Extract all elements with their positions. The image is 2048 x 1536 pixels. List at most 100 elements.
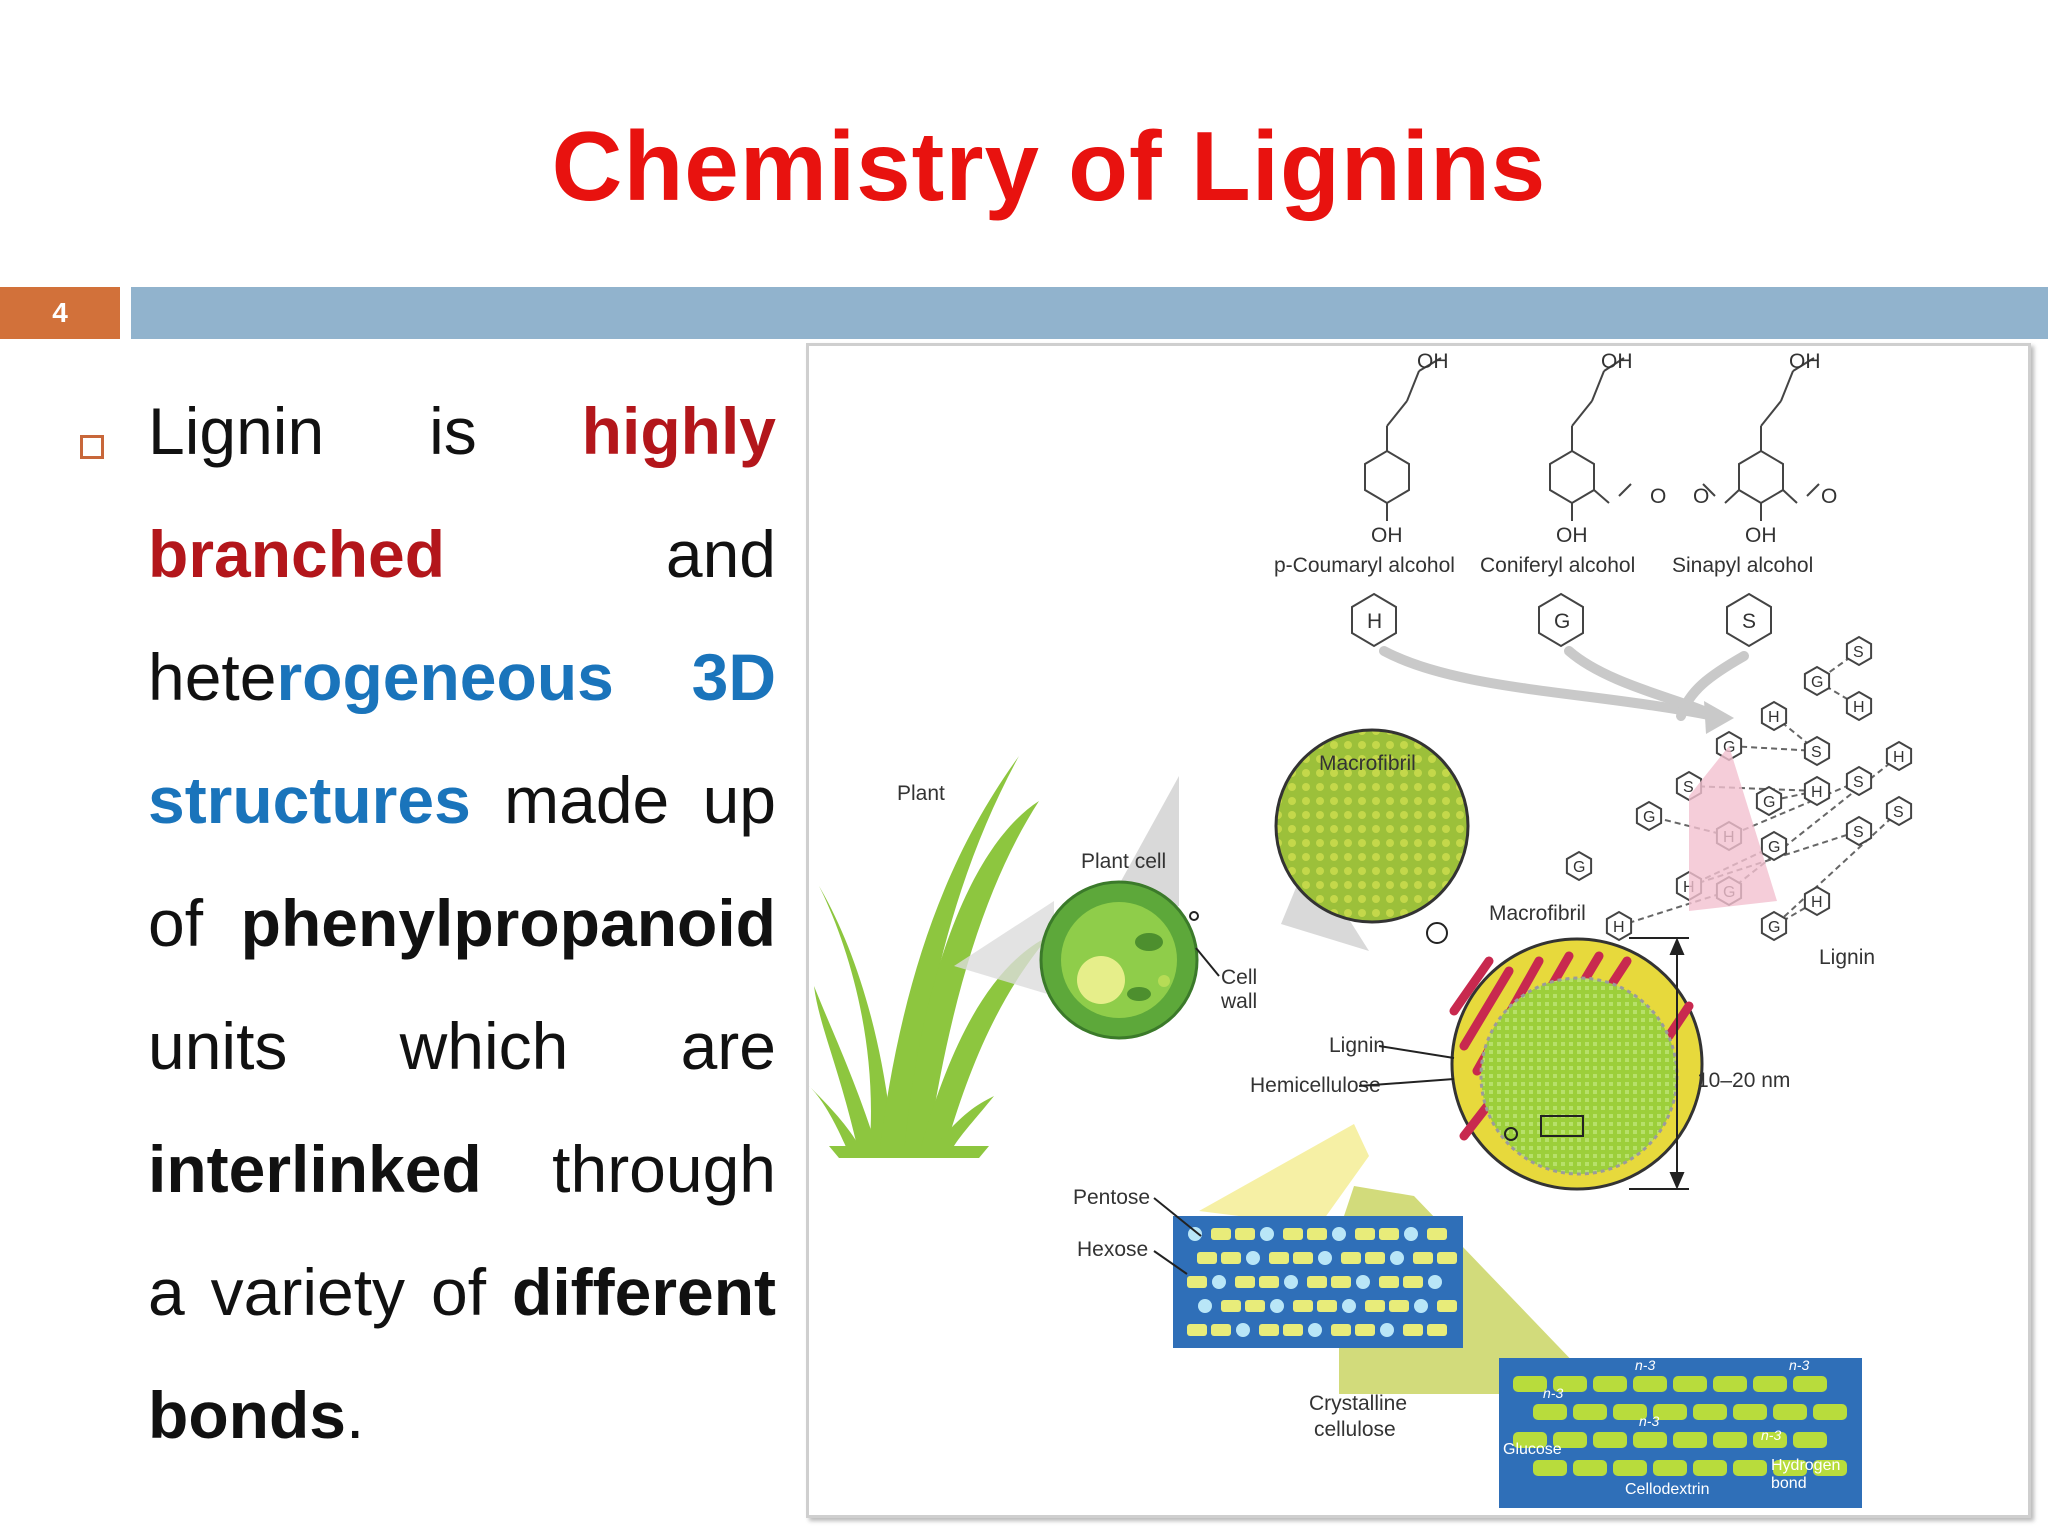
glucose-unit (1773, 1404, 1807, 1420)
monomer-names: p-Coumaryl alcohol Coniferyl alcohol Sin… (1274, 554, 1813, 577)
sugar-unit (1187, 1324, 1207, 1336)
slide-number: 4 (0, 287, 120, 339)
n3-label: n-3 (1635, 1357, 1655, 1373)
svg-text:H: H (1893, 749, 1905, 766)
sugar-unit (1437, 1252, 1457, 1264)
plant-cell-label: Plant cell (1081, 850, 1166, 873)
cell-wall-pointer (1195, 947, 1220, 977)
pentose-pointer (1153, 1197, 1202, 1237)
plant-illustration (809, 756, 1049, 1158)
body-paragraph: Lignin is highly branched and heterogene… (148, 370, 776, 1477)
hexose-label: Hexose (1077, 1238, 1148, 1261)
slide-title: Chemistry of Lignins (551, 111, 1547, 221)
header-bar (131, 287, 2048, 339)
unit-badge-g: G (1554, 610, 1570, 633)
glucose-unit (1593, 1376, 1627, 1392)
oh-label: OH (1601, 350, 1633, 373)
polymer-unit: S (1885, 795, 1913, 827)
body-text-3: made up of (148, 763, 776, 960)
sugar-unit (1331, 1324, 1351, 1336)
svg-text:S: S (1853, 774, 1864, 791)
polymer-unit: G (1755, 785, 1783, 817)
polymer-unit: H (1605, 910, 1633, 942)
sinapyl-structure (1702, 357, 1820, 521)
lignin-polymer-label: Lignin (1819, 946, 1875, 969)
glucose-unit (1633, 1432, 1667, 1448)
glucose-unit (1633, 1376, 1667, 1392)
sugar-unit (1235, 1276, 1255, 1288)
sugar-unit (1197, 1252, 1217, 1264)
hydrogen-bond-label-2: bond (1771, 1475, 1807, 1492)
svg-text:S: S (1853, 644, 1864, 661)
oh-labels: OH OH OH OH OH OH O O O (1371, 350, 1837, 547)
o-label: O (1650, 485, 1666, 508)
glucose-unit (1533, 1460, 1567, 1476)
sugar-unit (1269, 1252, 1289, 1264)
macrofibril-top-label: Macrofibril (1319, 752, 1416, 775)
body-text-4: units which are (148, 1009, 776, 1083)
svg-text:G: G (1763, 794, 1775, 811)
cell-wall-label-1: Cell (1221, 966, 1257, 989)
bullet-icon (80, 435, 104, 459)
body-text-phenylpropanoid: phenylpropanoid (240, 886, 776, 960)
sugar-unit (1379, 1228, 1399, 1240)
svg-text:H: H (1811, 894, 1823, 911)
pentose-label: Pentose (1073, 1186, 1150, 1209)
sugar-unit (1403, 1324, 1423, 1336)
glucose-unit (1713, 1376, 1747, 1392)
glucose-unit (1533, 1404, 1567, 1420)
glucose-unit (1553, 1376, 1587, 1392)
polymer-unit: H (1760, 700, 1788, 732)
hexose-pointer (1153, 1250, 1188, 1275)
monomer-name-coumaryl: p-Coumaryl alcohol (1274, 554, 1455, 577)
svg-text:H: H (1683, 879, 1695, 896)
sugar-unit (1317, 1300, 1337, 1312)
glucose-unit (1793, 1432, 1827, 1448)
glucose-unit (1693, 1460, 1727, 1476)
glucose-unit (1753, 1376, 1787, 1392)
svg-text:S: S (1811, 744, 1822, 761)
sugar-unit (1365, 1252, 1385, 1264)
zoom-cone-lignin (1689, 746, 1777, 911)
sugar-unit (1307, 1228, 1327, 1240)
glucose-unit (1553, 1432, 1587, 1448)
svg-text:G: G (1811, 674, 1823, 691)
zoom-cone-hemicellulose (1199, 1124, 1369, 1226)
svg-text:G: G (1768, 919, 1780, 936)
svg-text:S: S (1853, 824, 1864, 841)
lignin-label: Lignin (1329, 1034, 1385, 1057)
coumaryl-structure (1364, 357, 1442, 521)
cellodextrin-label: Cellodextrin (1625, 1481, 1709, 1498)
polymer-unit: H (1845, 690, 1873, 722)
coniferyl-structure (1549, 357, 1632, 521)
o-label: O (1693, 485, 1709, 508)
hemicellulose-pointer (1358, 1078, 1455, 1087)
sugar-unit (1221, 1300, 1241, 1312)
polymer-unit: H (1803, 885, 1831, 917)
sugar-unit (1211, 1228, 1231, 1240)
svg-text:G: G (1768, 839, 1780, 856)
size-label: 10–20 nm (1697, 1069, 1790, 1092)
body-text-5: through a variety of (148, 1132, 776, 1329)
sugar-unit (1389, 1300, 1409, 1312)
plant-cell (1039, 880, 1199, 1040)
sugar-unit (1355, 1228, 1375, 1240)
crystalline-cellulose-label-2: cellulose (1314, 1418, 1396, 1441)
hydrogen-bond-label-1: Hydrogen (1771, 1457, 1840, 1474)
n3-label: n-3 (1639, 1413, 1659, 1429)
cellulose-box (1499, 1358, 1862, 1508)
glucose-unit (1673, 1376, 1707, 1392)
sugar-unit (1341, 1252, 1361, 1264)
body-text-3d-structures: rogeneous 3D structures (148, 640, 776, 837)
oh-label: OH (1371, 524, 1403, 547)
sugar-unit (1427, 1228, 1447, 1240)
unit-badge-s: S (1742, 610, 1756, 633)
sugar-unit (1259, 1324, 1279, 1336)
monomer-unit-badges: H G S (1351, 592, 1772, 648)
unit-badge-h: H (1367, 610, 1382, 633)
hemicellulose-label: Hemicellulose (1250, 1074, 1381, 1097)
sugar-unit (1259, 1276, 1279, 1288)
macrofibril-label: Macrofibril (1489, 902, 1586, 925)
sugar-unit (1245, 1300, 1265, 1312)
sugar-unit (1187, 1276, 1207, 1288)
